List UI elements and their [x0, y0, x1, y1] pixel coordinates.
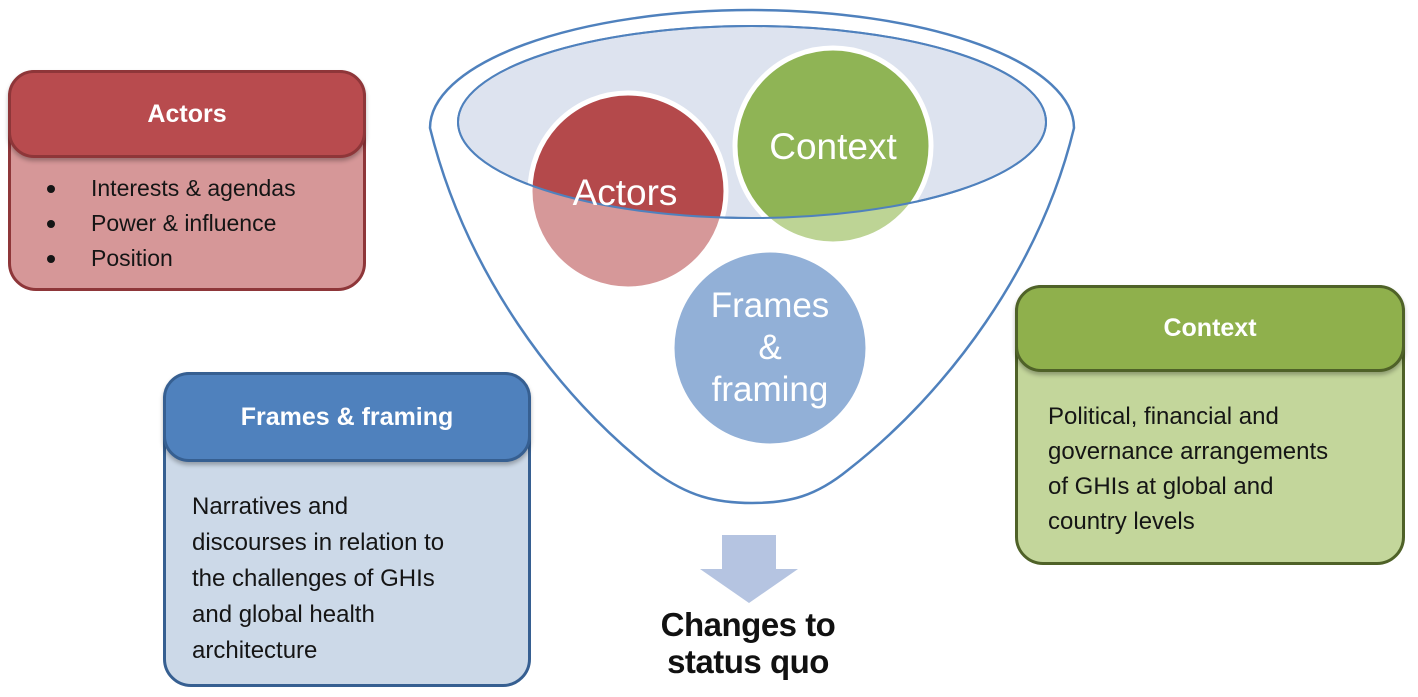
context-circle — [735, 48, 931, 218]
frames-circle — [669, 247, 871, 449]
actors-bullet-list: Interests & agendas Power & influence Po… — [11, 171, 363, 276]
actors-panel-header: Actors — [8, 70, 366, 158]
list-item: Position — [45, 241, 363, 276]
funnel-bowl-edge — [457, 25, 1047, 219]
frames-panel-header: Frames & framing — [163, 372, 531, 462]
context-circle-label: Context — [769, 126, 897, 167]
actors-circle-ring — [527, 90, 729, 292]
context-circle-ring — [732, 45, 934, 247]
frames-panel-title: Frames & framing — [240, 402, 454, 431]
actors-panel: Actors Interests & agendas Power & influ… — [8, 70, 366, 291]
frames-circle-label-line1: Frames — [711, 286, 830, 325]
context-panel-title: Context — [1163, 314, 1257, 342]
text-line: discourses in relation to — [192, 529, 445, 556]
context-panel-body: Political, financial and governance arra… — [1018, 369, 1402, 539]
text-line: architecture — [192, 637, 318, 664]
text-line: the challenges of GHIs — [192, 565, 435, 592]
actors-circle — [530, 93, 726, 218]
text-line: of GHIs at global and — [1048, 473, 1274, 500]
frames-panel: Frames & framing Narratives and discours… — [163, 372, 531, 687]
actors-panel-title: Actors — [147, 99, 227, 128]
actors-circle-label: Actors — [573, 172, 678, 213]
list-item: Interests & agendas — [45, 171, 363, 206]
frames-circle-label-line3: framing — [712, 370, 829, 409]
bowl-clipped-circles — [530, 48, 931, 218]
text-line: Narratives and — [192, 493, 349, 520]
frames-panel-body: Narratives and discourses in relation to… — [166, 459, 528, 669]
text-line: and global health — [192, 601, 375, 628]
list-item: Power & influence — [45, 206, 363, 241]
frames-circle-label-line2: & — [758, 328, 781, 367]
outcome-line: Changes to — [660, 606, 836, 643]
outcome-caption: Changes to status quo — [590, 606, 906, 680]
down-arrow-icon — [700, 535, 798, 603]
text-line: Political, financial and — [1048, 403, 1279, 430]
text-line: country levels — [1048, 508, 1195, 535]
context-panel-header: Context — [1015, 285, 1405, 372]
context-panel: Context Political, financial and governa… — [1015, 285, 1405, 565]
text-line: governance arrangements — [1048, 438, 1329, 465]
outcome-line: status quo — [667, 643, 829, 680]
